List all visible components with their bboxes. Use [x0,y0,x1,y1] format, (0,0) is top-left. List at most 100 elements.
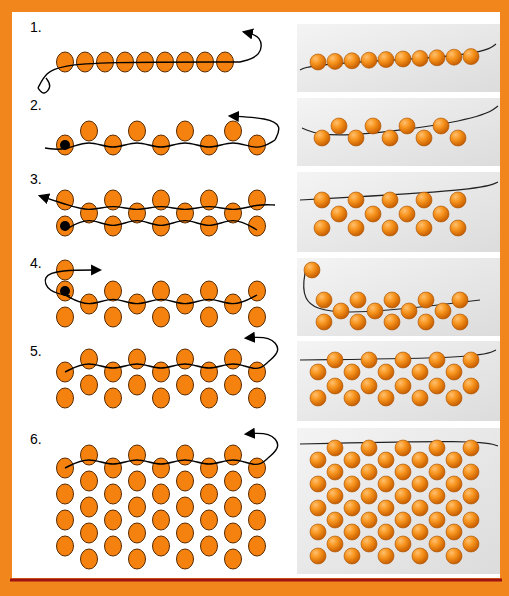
photo-bead [395,440,411,456]
bead [201,536,218,556]
photo-bead [378,52,394,68]
photo [297,258,500,336]
bead [225,549,242,569]
bead [129,497,146,517]
bead [57,307,74,327]
bead [249,484,266,504]
photo-bead [395,464,411,480]
bead [177,375,194,395]
photo-bead [314,220,330,236]
photo-bead [463,352,479,368]
bead [105,536,122,556]
bead [105,388,122,408]
bead [57,510,74,530]
bead [81,445,98,465]
photo-bead [378,476,394,492]
bead [201,484,218,504]
photo-bead [446,390,462,406]
bead [105,281,122,301]
photo-bead [463,512,479,528]
photo-bead [316,292,332,308]
photo-bead [350,314,366,330]
bead [153,135,170,155]
bead [177,445,194,465]
bead [177,523,194,543]
photo-bead [452,292,468,308]
photo-bead [331,118,347,134]
bead [81,497,98,517]
photo-bead [348,220,364,236]
photo-bead [412,390,428,406]
photo-thread [304,268,480,312]
photo-bead [310,524,326,540]
photo-bead [395,378,411,394]
bead [225,445,242,465]
bead [153,510,170,530]
thread [45,140,275,149]
photo [297,428,500,574]
bead [129,471,146,491]
bead [129,121,146,141]
thread [246,433,278,458]
photo-bead [463,49,479,65]
photo-bead [350,292,366,308]
photo-bead [361,440,377,456]
photo-bead [412,524,428,540]
step-number: 4. [30,256,42,270]
bead [97,52,114,72]
photo-bead [429,440,445,456]
photo-bead [450,192,466,208]
photo-bead [412,500,428,516]
photo-bead [344,390,360,406]
photo-bead [304,262,320,278]
photo [297,98,500,166]
bead [249,362,266,382]
photo-bead [310,364,326,380]
photo-bead [344,500,360,516]
photo-bead [310,390,326,406]
photo-bead [361,536,377,552]
thread [65,221,257,230]
bead [129,349,146,369]
photo-bead [446,500,462,516]
thread [38,78,50,93]
photo-bead [310,476,326,492]
photo-bead [433,118,449,134]
photo-bead [446,49,462,65]
bead [57,388,74,408]
step-number: 1. [30,20,42,34]
photo-bead [433,206,449,222]
bead [249,458,266,478]
photo-bead [327,464,343,480]
photo-bead [416,220,432,236]
bead [153,307,170,327]
thread [45,270,100,296]
bead [225,121,242,141]
photo-bead [450,130,466,146]
photo-bead [378,548,394,564]
photo-bead [378,452,394,468]
photo-bead [399,206,415,222]
photo-bead [361,352,377,368]
bead [153,362,170,382]
photo-bead [463,488,479,504]
bead [81,523,98,543]
photo-bead [446,548,462,564]
bead [105,362,122,382]
bead [105,307,122,327]
bottom-rule [10,579,502,582]
bead [201,362,218,382]
photo-bead [361,512,377,528]
photo-bead [378,364,394,380]
photo-bead [463,440,479,456]
photo [297,24,500,92]
photo-bead [412,476,428,492]
bead [225,349,242,369]
bead [249,510,266,530]
photo-bead [378,524,394,540]
bead [57,484,74,504]
bead [153,536,170,556]
photo-bead [344,452,360,468]
bead [177,121,194,141]
